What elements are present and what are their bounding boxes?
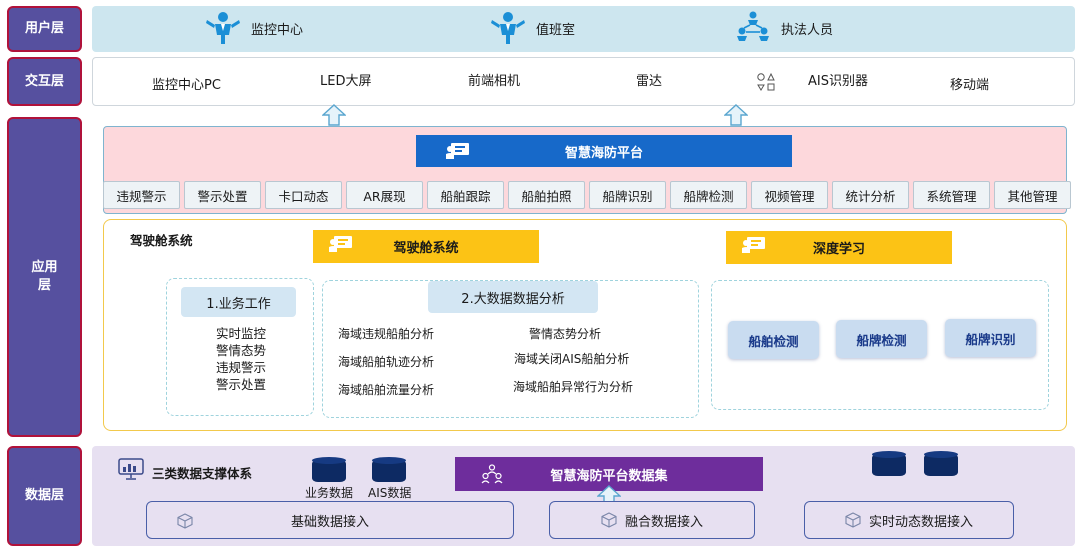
function-system-management[interactable]: 系统管理 (913, 181, 990, 209)
cube-icon (177, 513, 193, 529)
source-label: 基础数据接入 (290, 514, 369, 530)
list-item: 警情态势分析 (529, 327, 602, 341)
person-presenting-icon (491, 12, 525, 44)
source-fusion-data: 融合数据接入 (549, 501, 755, 539)
user-layer-band (92, 6, 1075, 52)
list-item: 海域船舶流量分析 (338, 383, 435, 397)
data-support-title: 三类数据支撑体系 (152, 466, 253, 481)
database-icon (924, 451, 958, 476)
user-item-monitor-center: 监控中心 (205, 11, 303, 45)
business-work-list: 实时监控 警情态势 违规警示 警示处置 (166, 325, 316, 393)
person-presenting-icon (206, 12, 240, 44)
list-item: 警示处置 (215, 377, 266, 392)
deep-learning-plate-recognition: 船牌识别 (945, 319, 1036, 357)
list-item: 海域船舶轨迹分析 (338, 355, 435, 369)
deep-learning-plate-detection: 船牌检测 (836, 320, 927, 358)
db-label-business: 业务数据 (305, 486, 354, 500)
database-icon (372, 457, 406, 482)
list-item: 警情态势 (215, 343, 266, 358)
interaction-item-radar: 雷达 (636, 74, 663, 89)
cockpit-title-bar: 驾驶舱系统 (313, 230, 539, 263)
layer-label-data: 数据层 (7, 446, 82, 546)
interaction-item-led-screen: LED大屏 (320, 74, 372, 89)
user-item-label: 执法人员 (781, 22, 834, 38)
cockpit-title: 驾驶舱系统 (393, 241, 459, 256)
function-ship-tracking[interactable]: 船舶跟踪 (427, 181, 504, 209)
function-plate-detection[interactable]: 船牌检测 (670, 181, 747, 209)
function-plate-recognition[interactable]: 船牌识别 (589, 181, 666, 209)
function-warning-handling[interactable]: 警示处置 (184, 181, 261, 209)
business-work-title: 1.业务工作 (181, 287, 296, 317)
interaction-layer-band (92, 57, 1075, 106)
db-label-ais: AIS数据 (368, 486, 412, 500)
up-arrow-icon (724, 104, 748, 126)
user-item-duty-room: 值班室 (490, 11, 575, 45)
platform-function-row: 违规警示 警示处置 卡口动态 AR展现 船舶跟踪 船舶拍照 船牌识别 船牌检测 … (103, 181, 1075, 209)
user-item-law-enforcement: 执法人员 (735, 10, 833, 46)
list-item: 海域违规船舶分析 (338, 327, 435, 341)
function-statistics[interactable]: 统计分析 (832, 181, 909, 209)
interaction-item-ais-reader: AIS识别器 (808, 74, 868, 89)
list-item: 实时监控 (215, 326, 266, 341)
platform-title: 智慧海防平台 (564, 145, 643, 161)
deep-learning-title-bar: 深度学习 (726, 231, 952, 264)
shapes-icon (757, 72, 775, 91)
source-realtime-data: 实时动态数据接入 (804, 501, 1014, 539)
business-work-box (166, 278, 314, 416)
user-item-label: 监控中心 (251, 22, 304, 38)
platform-title-bar: 智慧海防平台 (416, 135, 792, 167)
list-item: 违规警示 (215, 360, 266, 375)
up-arrow-icon (322, 104, 346, 126)
list-item: 海域关闭AIS船舶分析 (514, 352, 630, 366)
interaction-item-front-camera: 前端相机 (468, 74, 521, 89)
layer-label-interaction: 交互层 (7, 57, 82, 106)
function-checkpoint-dynamics[interactable]: 卡口动态 (265, 181, 342, 209)
interaction-item-monitor-pc: 监控中心PC (152, 78, 221, 93)
presenter-screen-icon (742, 237, 765, 253)
deep-learning-ship-detection: 船舶检测 (728, 321, 819, 359)
bigdata-analysis-title: 2.大数据数据分析 (428, 281, 598, 313)
presenter-screen-icon (446, 143, 469, 159)
function-violation-warning[interactable]: 违规警示 (103, 181, 180, 209)
team-network-icon (737, 11, 769, 41)
list-item: 海域船舶异常行为分析 (513, 380, 634, 394)
function-ar-display[interactable]: AR展现 (346, 181, 423, 209)
source-label: 实时动态数据接入 (868, 514, 973, 530)
database-icon (872, 451, 906, 476)
deep-learning-title: 深度学习 (812, 242, 865, 257)
people-network-icon (481, 464, 503, 484)
source-basic-data: 基础数据接入 (146, 501, 514, 539)
dataset-title: 智慧海防平台数据集 (550, 468, 668, 484)
deep-learning-box (711, 280, 1049, 410)
cube-icon (845, 512, 861, 528)
function-ship-photo[interactable]: 船舶拍照 (508, 181, 585, 209)
function-video-management[interactable]: 视频管理 (751, 181, 828, 209)
function-other-management[interactable]: 其他管理 (994, 181, 1071, 209)
cockpit-section-label: 驾驶舱系统 (130, 233, 193, 248)
cube-icon (601, 512, 617, 528)
bigdata-analysis-box (322, 280, 699, 418)
source-label: 融合数据接入 (624, 514, 703, 530)
presenter-screen-icon (329, 236, 352, 252)
interaction-item-mobile: 移动端 (950, 78, 990, 93)
layer-label-application: 应用层 (7, 117, 82, 437)
database-icon (312, 457, 346, 482)
monitor-chart-icon (118, 458, 144, 480)
user-item-label: 值班室 (536, 22, 576, 38)
layer-label-user: 用户层 (7, 6, 82, 52)
